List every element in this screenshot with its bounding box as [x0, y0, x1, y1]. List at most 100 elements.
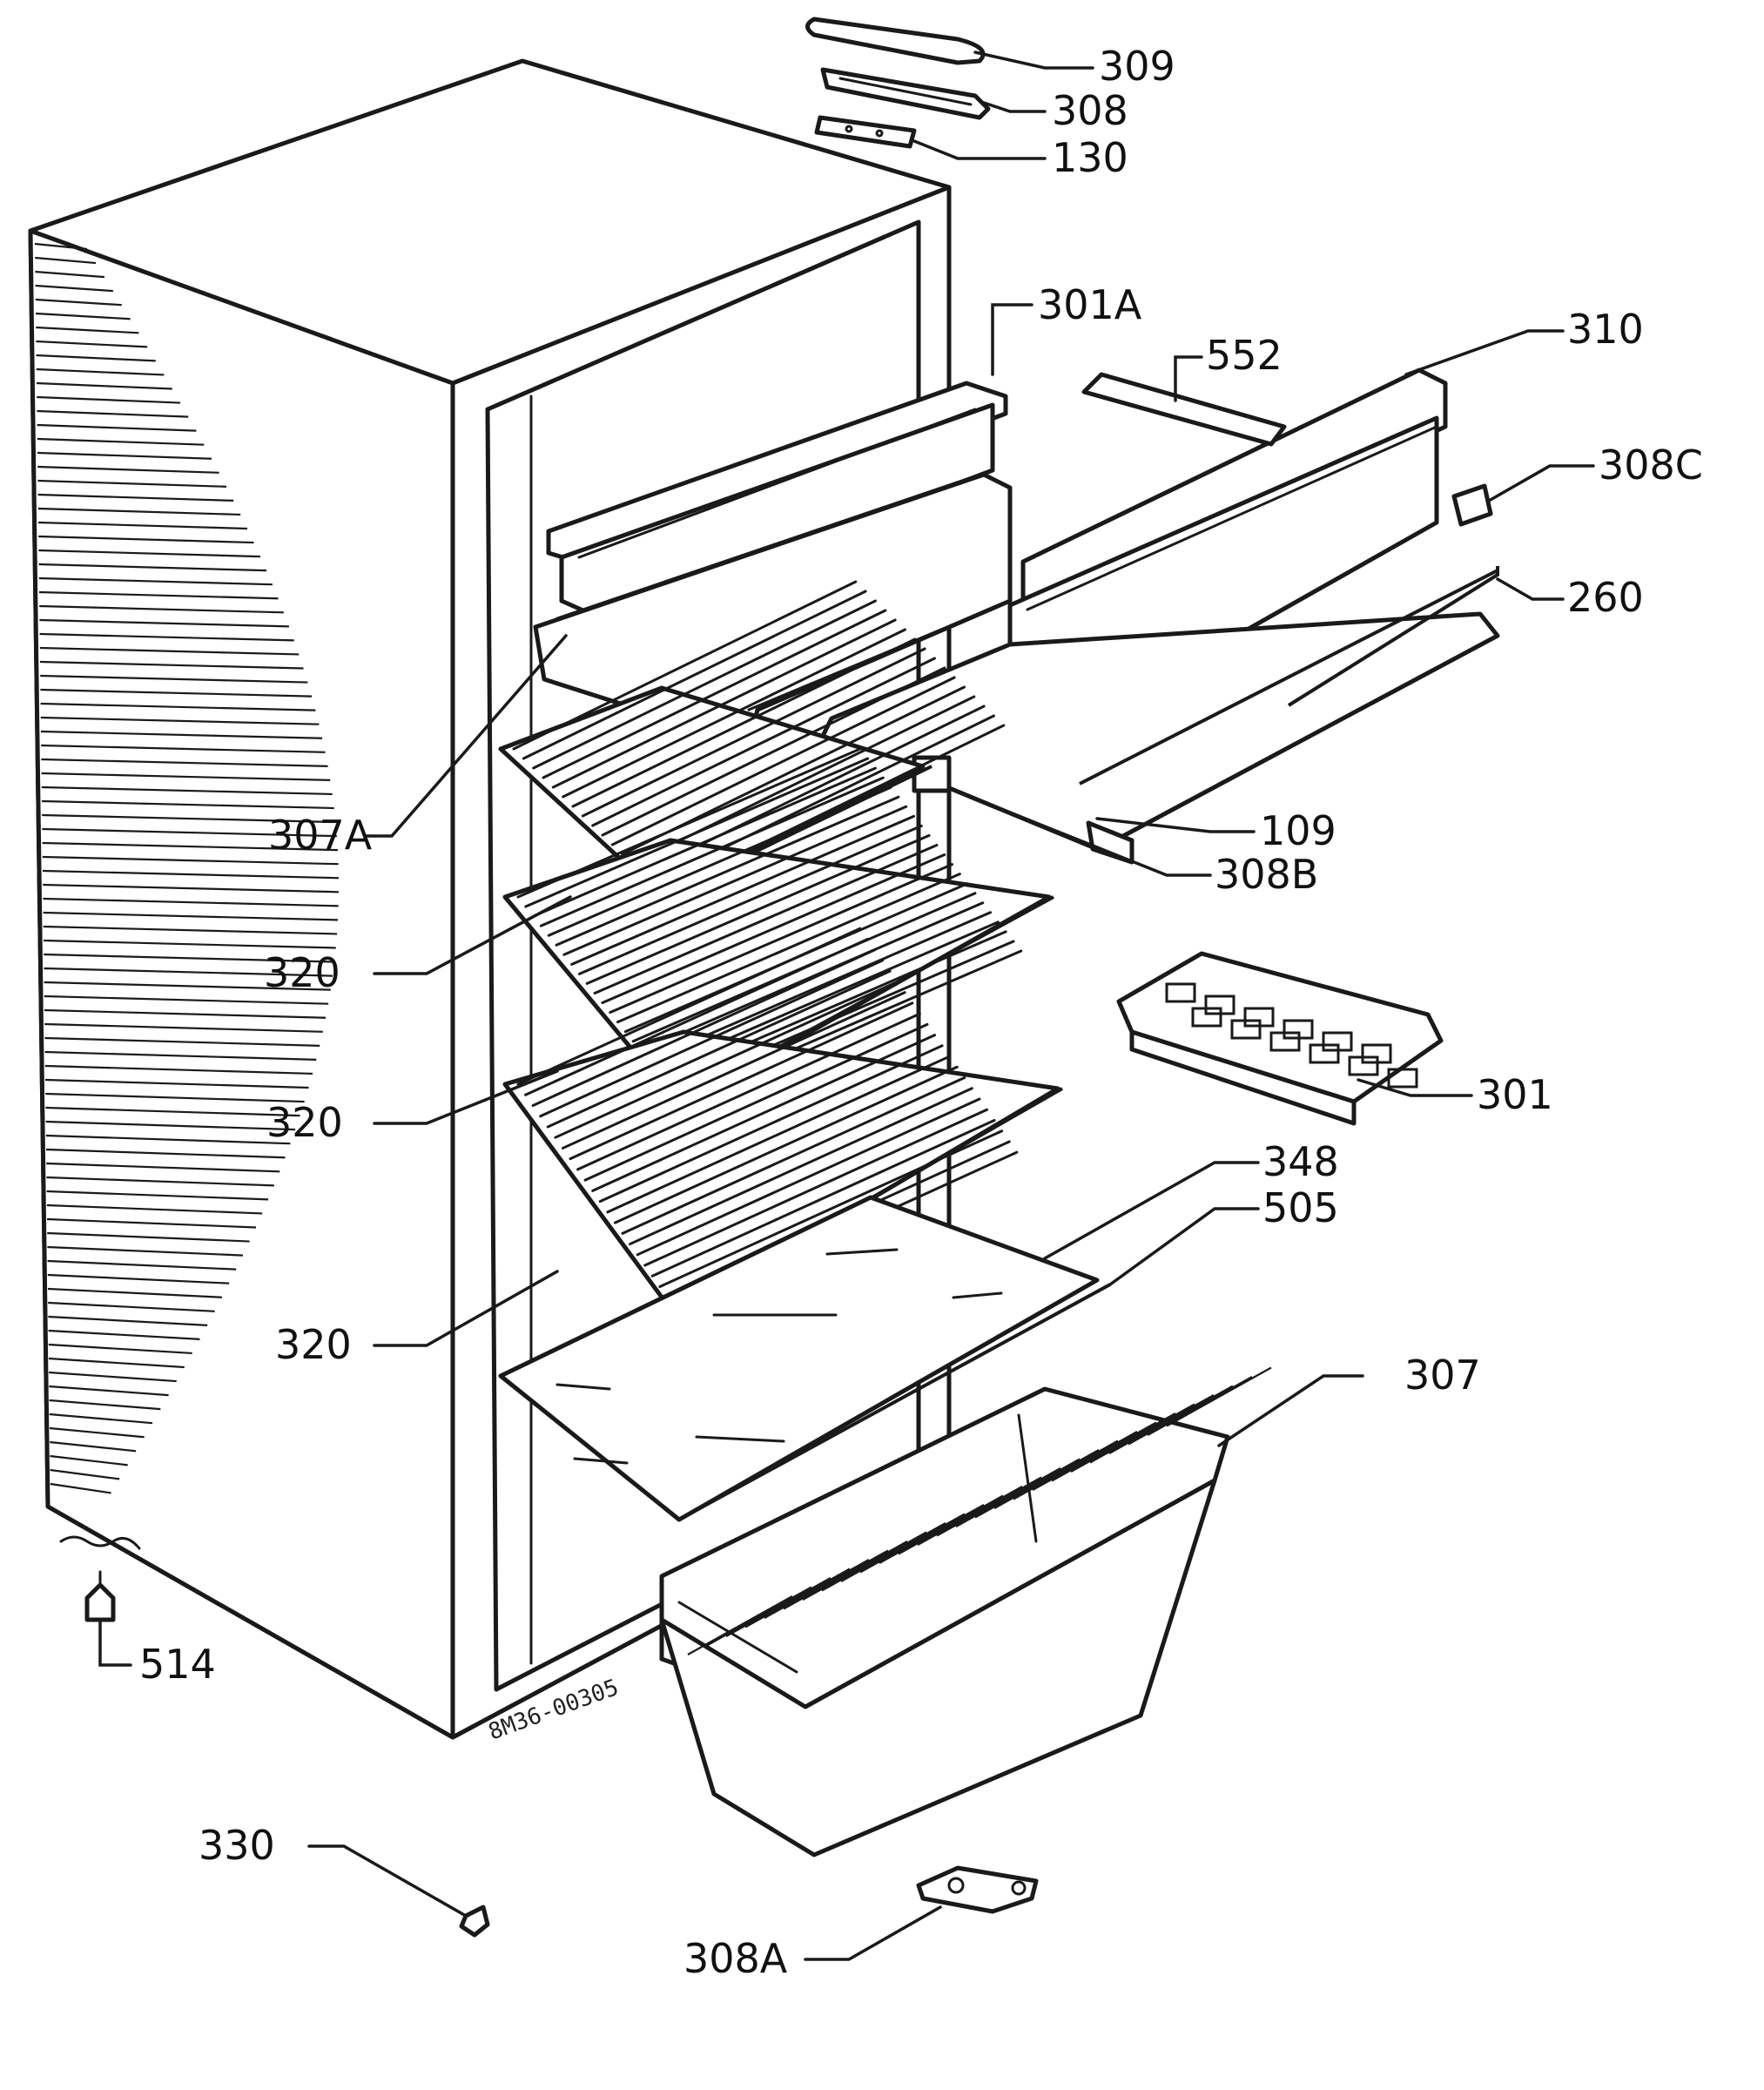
side-hatch-line — [50, 1454, 128, 1466]
side-hatch-line — [40, 674, 308, 684]
side-hatch-line — [50, 1440, 137, 1453]
callout-labels: 309 308 130 301A 552 310 308C 260 307A 1… — [139, 43, 1703, 1982]
callout-307a: 307A — [268, 812, 373, 859]
shelf-wire — [583, 1022, 929, 1182]
side-hatch-line — [42, 869, 340, 880]
shelf-wire — [547, 785, 892, 937]
side-hatch-line — [48, 1315, 208, 1326]
shelf-wire — [609, 863, 954, 1015]
cabinet-side-shading — [34, 242, 340, 1494]
side-hatch-line — [44, 994, 329, 1005]
side-hatch-line — [36, 340, 148, 348]
side-hatch-line — [37, 493, 234, 502]
screw-330 — [459, 1905, 490, 1938]
callout-109: 109 — [1260, 807, 1336, 854]
shelf-wire — [570, 814, 915, 966]
side-hatch-line — [47, 1231, 250, 1243]
callout-308c: 308C — [1599, 442, 1703, 489]
callout-505: 505 — [1262, 1184, 1339, 1231]
side-hatch-line — [43, 925, 338, 935]
side-hatch-line — [49, 1412, 153, 1425]
crisper-drawer-shading — [687, 1366, 1272, 1655]
callout-320-top: 320 — [264, 949, 340, 996]
drawer-hatch-line — [1089, 1403, 1195, 1464]
side-hatch-line — [38, 535, 254, 544]
hinge-plate-130 — [814, 115, 917, 149]
side-hatch-line — [43, 911, 339, 921]
shelf-wire — [524, 757, 870, 908]
drawer-hatch-line — [802, 1541, 908, 1601]
shelf-wire — [539, 959, 885, 1118]
callout-552: 552 — [1206, 332, 1283, 379]
ice-cell — [1387, 1068, 1418, 1089]
side-hatch-line — [40, 688, 313, 698]
side-hatch-line — [47, 1245, 244, 1257]
drawer-hatch-line — [725, 1577, 832, 1637]
shelf-wire — [629, 1087, 973, 1246]
side-hatch-line — [45, 1106, 300, 1117]
drawer-hatch-line — [1051, 1421, 1157, 1482]
side-hatch-line — [36, 354, 156, 362]
shelf-wire — [555, 795, 900, 947]
drawer-hatch-line — [821, 1531, 927, 1592]
drawer-hatch-line — [687, 1595, 793, 1655]
shelf-wire — [616, 873, 961, 1024]
hinge-clip-308c — [1451, 483, 1493, 527]
ice-cube-tray — [1116, 951, 1444, 1126]
side-hatch-line — [44, 1050, 317, 1061]
callout-310: 310 — [1567, 306, 1644, 353]
shelf-wire — [577, 824, 923, 975]
callout-301a: 301A — [1038, 281, 1142, 328]
shelf-wire — [524, 937, 869, 1096]
callout-260: 260 — [1567, 574, 1644, 621]
callout-320-lower: 320 — [275, 1321, 352, 1368]
side-hatch-line — [36, 367, 165, 376]
drawer-hatch-line — [955, 1467, 1061, 1527]
shelf-wire — [516, 747, 862, 899]
side-hatch-line — [37, 409, 189, 418]
side-hatch-line — [48, 1329, 200, 1340]
side-hatch-line — [48, 1343, 192, 1355]
shelf-wire — [551, 618, 897, 789]
drawer-hatch-line — [1108, 1394, 1215, 1454]
shelf-wire — [601, 853, 946, 1005]
shelf-wire — [610, 676, 956, 846]
shelf-wire — [576, 1012, 921, 1171]
drawer-hatch-line — [1128, 1385, 1234, 1446]
shelf-wire — [569, 1001, 914, 1161]
drawer-hatch-line — [859, 1513, 966, 1574]
side-hatch-line — [39, 646, 300, 656]
drawer-hatch-line — [993, 1449, 1100, 1509]
side-hatch-line — [45, 1120, 296, 1131]
hinge-bracket-308a — [916, 1865, 1039, 1914]
shelf-wire — [532, 599, 877, 770]
shelf-wire — [613, 1065, 959, 1224]
side-hatch-line — [41, 758, 328, 767]
drawer-hatch-line — [1032, 1431, 1138, 1491]
side-hatch-line — [42, 813, 336, 824]
drawer-hatch-line — [936, 1476, 1042, 1537]
side-hatch-line — [44, 1008, 327, 1019]
callout-307: 307 — [1404, 1352, 1481, 1399]
side-hatch-line — [39, 604, 284, 614]
ice-cell — [1348, 1055, 1379, 1076]
shelf-wire — [531, 948, 877, 1107]
side-hatch-line — [41, 785, 333, 796]
side-hatch-line — [40, 730, 323, 739]
side-hatch-line — [37, 479, 227, 488]
wire-shelf-middle — [502, 747, 1054, 1109]
shelf-wire — [650, 1118, 996, 1278]
shelf-wire — [539, 776, 885, 927]
side-hatch-line — [48, 1301, 215, 1312]
side-hatch-line — [36, 381, 172, 390]
side-hatch-line — [35, 312, 131, 320]
side-hatch-line — [38, 576, 273, 586]
side-hatch-line — [44, 1078, 309, 1089]
side-hatch-line — [44, 1036, 320, 1047]
side-hatch-line — [46, 1162, 280, 1173]
shelf-wire — [643, 1108, 989, 1267]
side-hatch-line — [45, 1148, 286, 1159]
shelf-wire — [606, 1055, 952, 1214]
drawer-hatch-line — [1013, 1439, 1119, 1500]
ice-cell — [1165, 982, 1196, 1003]
